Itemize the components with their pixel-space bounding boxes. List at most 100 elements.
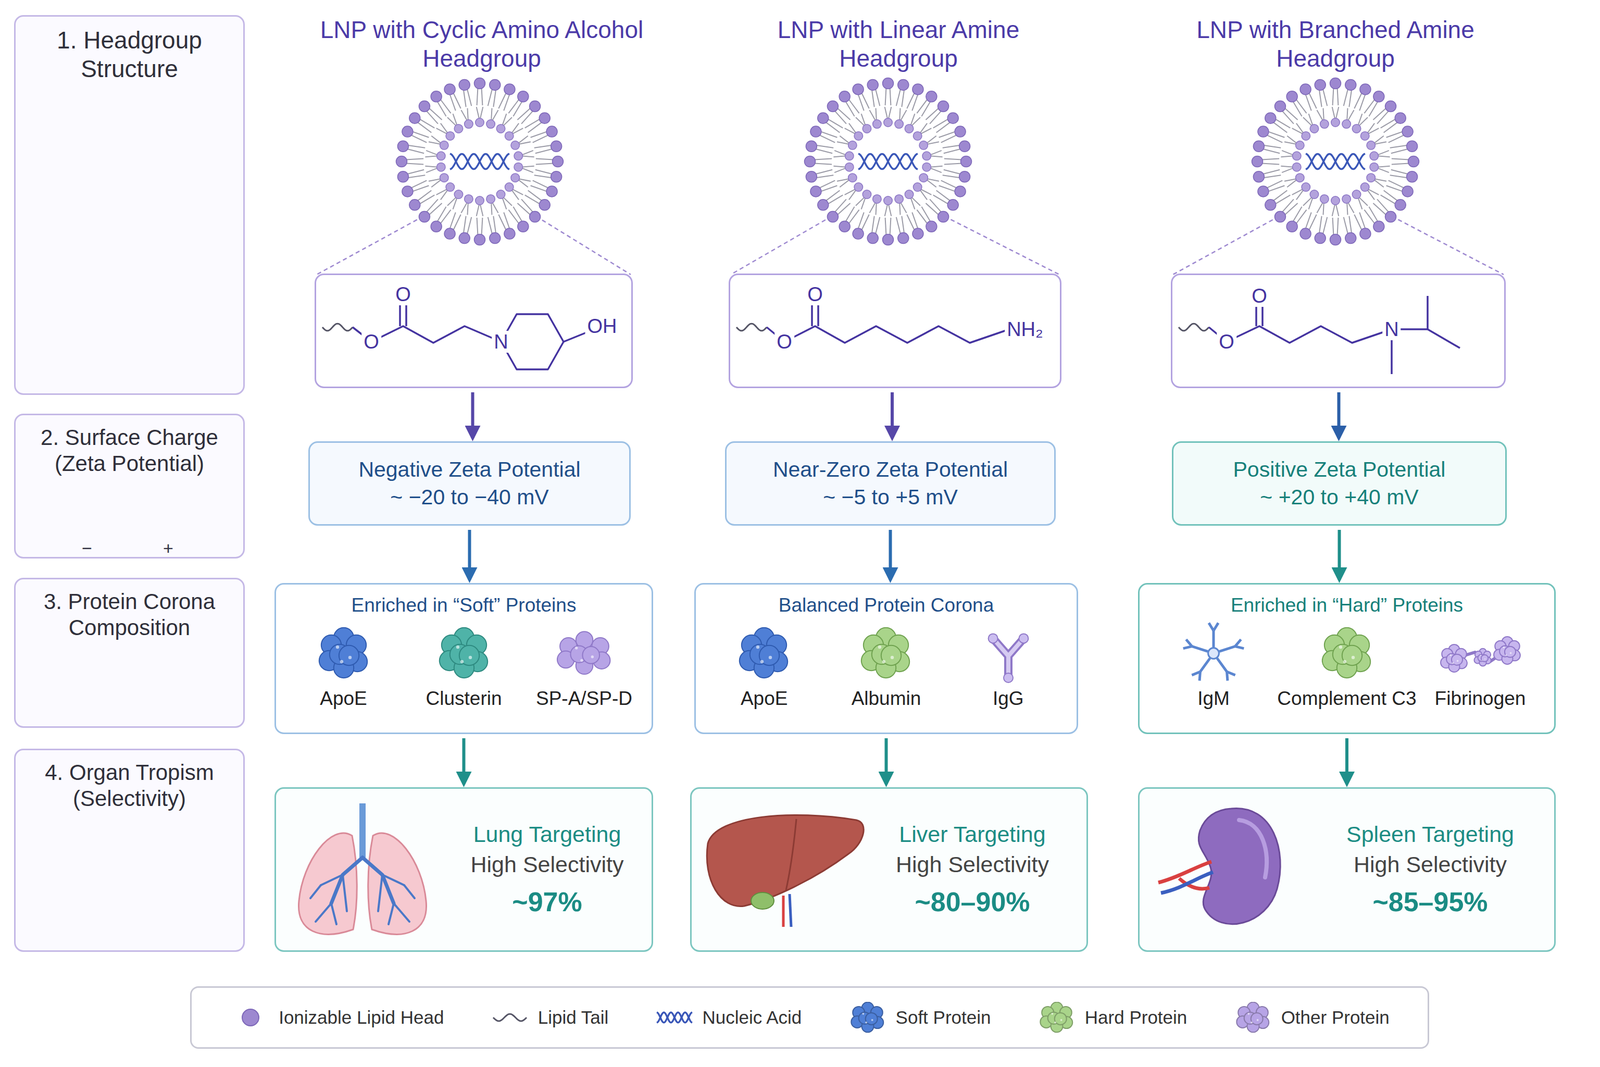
protein-blob [739, 627, 788, 678]
lipid-tail [1337, 217, 1339, 236]
blob-highlight [1503, 646, 1506, 649]
lipid-tail [1377, 110, 1390, 124]
lipid-tail [944, 158, 962, 160]
protein-name: Fibrinogen [1434, 687, 1527, 710]
lipid-head [1292, 162, 1302, 172]
blob-highlight [1484, 658, 1486, 660]
blob-highlight [1247, 1012, 1250, 1015]
lipid-tail [528, 121, 543, 133]
lipid-head [464, 194, 474, 204]
lipid-head [1253, 171, 1265, 183]
lipid-head [882, 78, 894, 90]
bronchus [315, 903, 332, 922]
organ-text: High Selectivity [451, 848, 644, 880]
lipid-tail [1275, 194, 1291, 204]
igm-fork [1234, 646, 1244, 649]
lipid-head [539, 112, 550, 124]
lipid-tail [440, 209, 451, 224]
legend-item: Hard Protein [1035, 1001, 1187, 1033]
lipid-tail [933, 118, 949, 128]
lipid-head [1406, 171, 1418, 183]
lipid-tail [1284, 203, 1298, 216]
lipid-head [454, 124, 464, 134]
lipid-tail [1380, 194, 1396, 204]
lipid-tail [1295, 209, 1307, 224]
lipid-head [458, 79, 470, 91]
blob-highlight [870, 1018, 873, 1021]
lipid-tail [1372, 107, 1386, 120]
lipid-head [845, 151, 855, 161]
lipid-head [817, 199, 829, 211]
lipid-head [486, 194, 496, 204]
flow-arrow [1337, 392, 1341, 439]
igm-icon [1183, 622, 1245, 681]
protein-item: ApoE [283, 621, 404, 710]
lipid-tail [1261, 158, 1280, 160]
lipid-tail [1380, 118, 1396, 128]
nucleic-acid-strand [656, 1011, 693, 1023]
lipid-head [805, 171, 817, 183]
lipid-tail [825, 190, 840, 201]
lipid-head [436, 151, 446, 161]
blob-highlight [574, 646, 578, 649]
lipid-tail [436, 101, 446, 117]
zeta-text: Positive Zeta Potential [1181, 455, 1497, 484]
lipid-tail [405, 163, 424, 165]
lipid-tail [906, 214, 915, 231]
organ-text: Liver Targeting [866, 818, 1079, 849]
lipid-tail [463, 216, 467, 234]
lipid-tail [939, 185, 956, 192]
lipid-tail [513, 101, 522, 117]
lipid-head [1309, 190, 1319, 199]
lipid-tail [1388, 134, 1405, 143]
protein-blob [1040, 1001, 1073, 1032]
lipid-head [804, 156, 816, 168]
protein-item: Albumin [826, 621, 947, 710]
igm-arm [1200, 658, 1210, 672]
blob-highlight [468, 655, 472, 659]
row-header-text: 4. Organ Tropism (Selectivity) [23, 759, 235, 812]
lipid-head [1408, 156, 1420, 168]
legend-sample [229, 1001, 272, 1033]
lipid-head [852, 228, 864, 240]
nucleic-acid-strand [858, 153, 918, 170]
lipid-head [1373, 220, 1385, 232]
atom-label: O [393, 283, 414, 306]
protein-icon [1169, 621, 1258, 685]
lipid-tail [1364, 209, 1375, 224]
zeta-box: Positive Zeta Potential~ +20 to +40 mV [1171, 441, 1507, 526]
lipid-tail [814, 163, 832, 165]
lipid-head [539, 199, 550, 211]
lipid-tail [1391, 169, 1409, 174]
lipid-head [839, 91, 850, 103]
lipid-head [919, 141, 929, 150]
lipid-head [1331, 118, 1341, 128]
blob-lobe [881, 645, 902, 666]
lipid-tail [493, 216, 496, 234]
lipid-tail [1272, 121, 1287, 133]
lipid-head [848, 173, 858, 183]
lipid-head [436, 162, 446, 172]
igm-arm [1219, 646, 1235, 652]
lipid-tail [943, 148, 961, 154]
lipid-tail [1391, 163, 1410, 165]
lipid-tail-symbol [493, 1013, 527, 1021]
lipid-tail [942, 175, 961, 178]
lipid-tail [1332, 87, 1334, 106]
lipid-head [805, 140, 817, 152]
lipid-head [552, 156, 564, 168]
lipid-head [1257, 126, 1269, 137]
lipid-tail [885, 87, 887, 106]
lipid-tail [1368, 206, 1378, 222]
lipid-tail [498, 214, 507, 231]
lipid-tail [1263, 145, 1281, 148]
legend-sample [489, 1001, 531, 1033]
flow-arrow [462, 738, 466, 784]
blob-lobe [1250, 1012, 1263, 1025]
trachea [359, 803, 366, 859]
lipid-head [1369, 151, 1379, 161]
lipid-tail [848, 98, 859, 114]
lipid-head [458, 232, 470, 244]
flow-arrow [890, 392, 894, 439]
lipid-tail [1319, 216, 1322, 234]
